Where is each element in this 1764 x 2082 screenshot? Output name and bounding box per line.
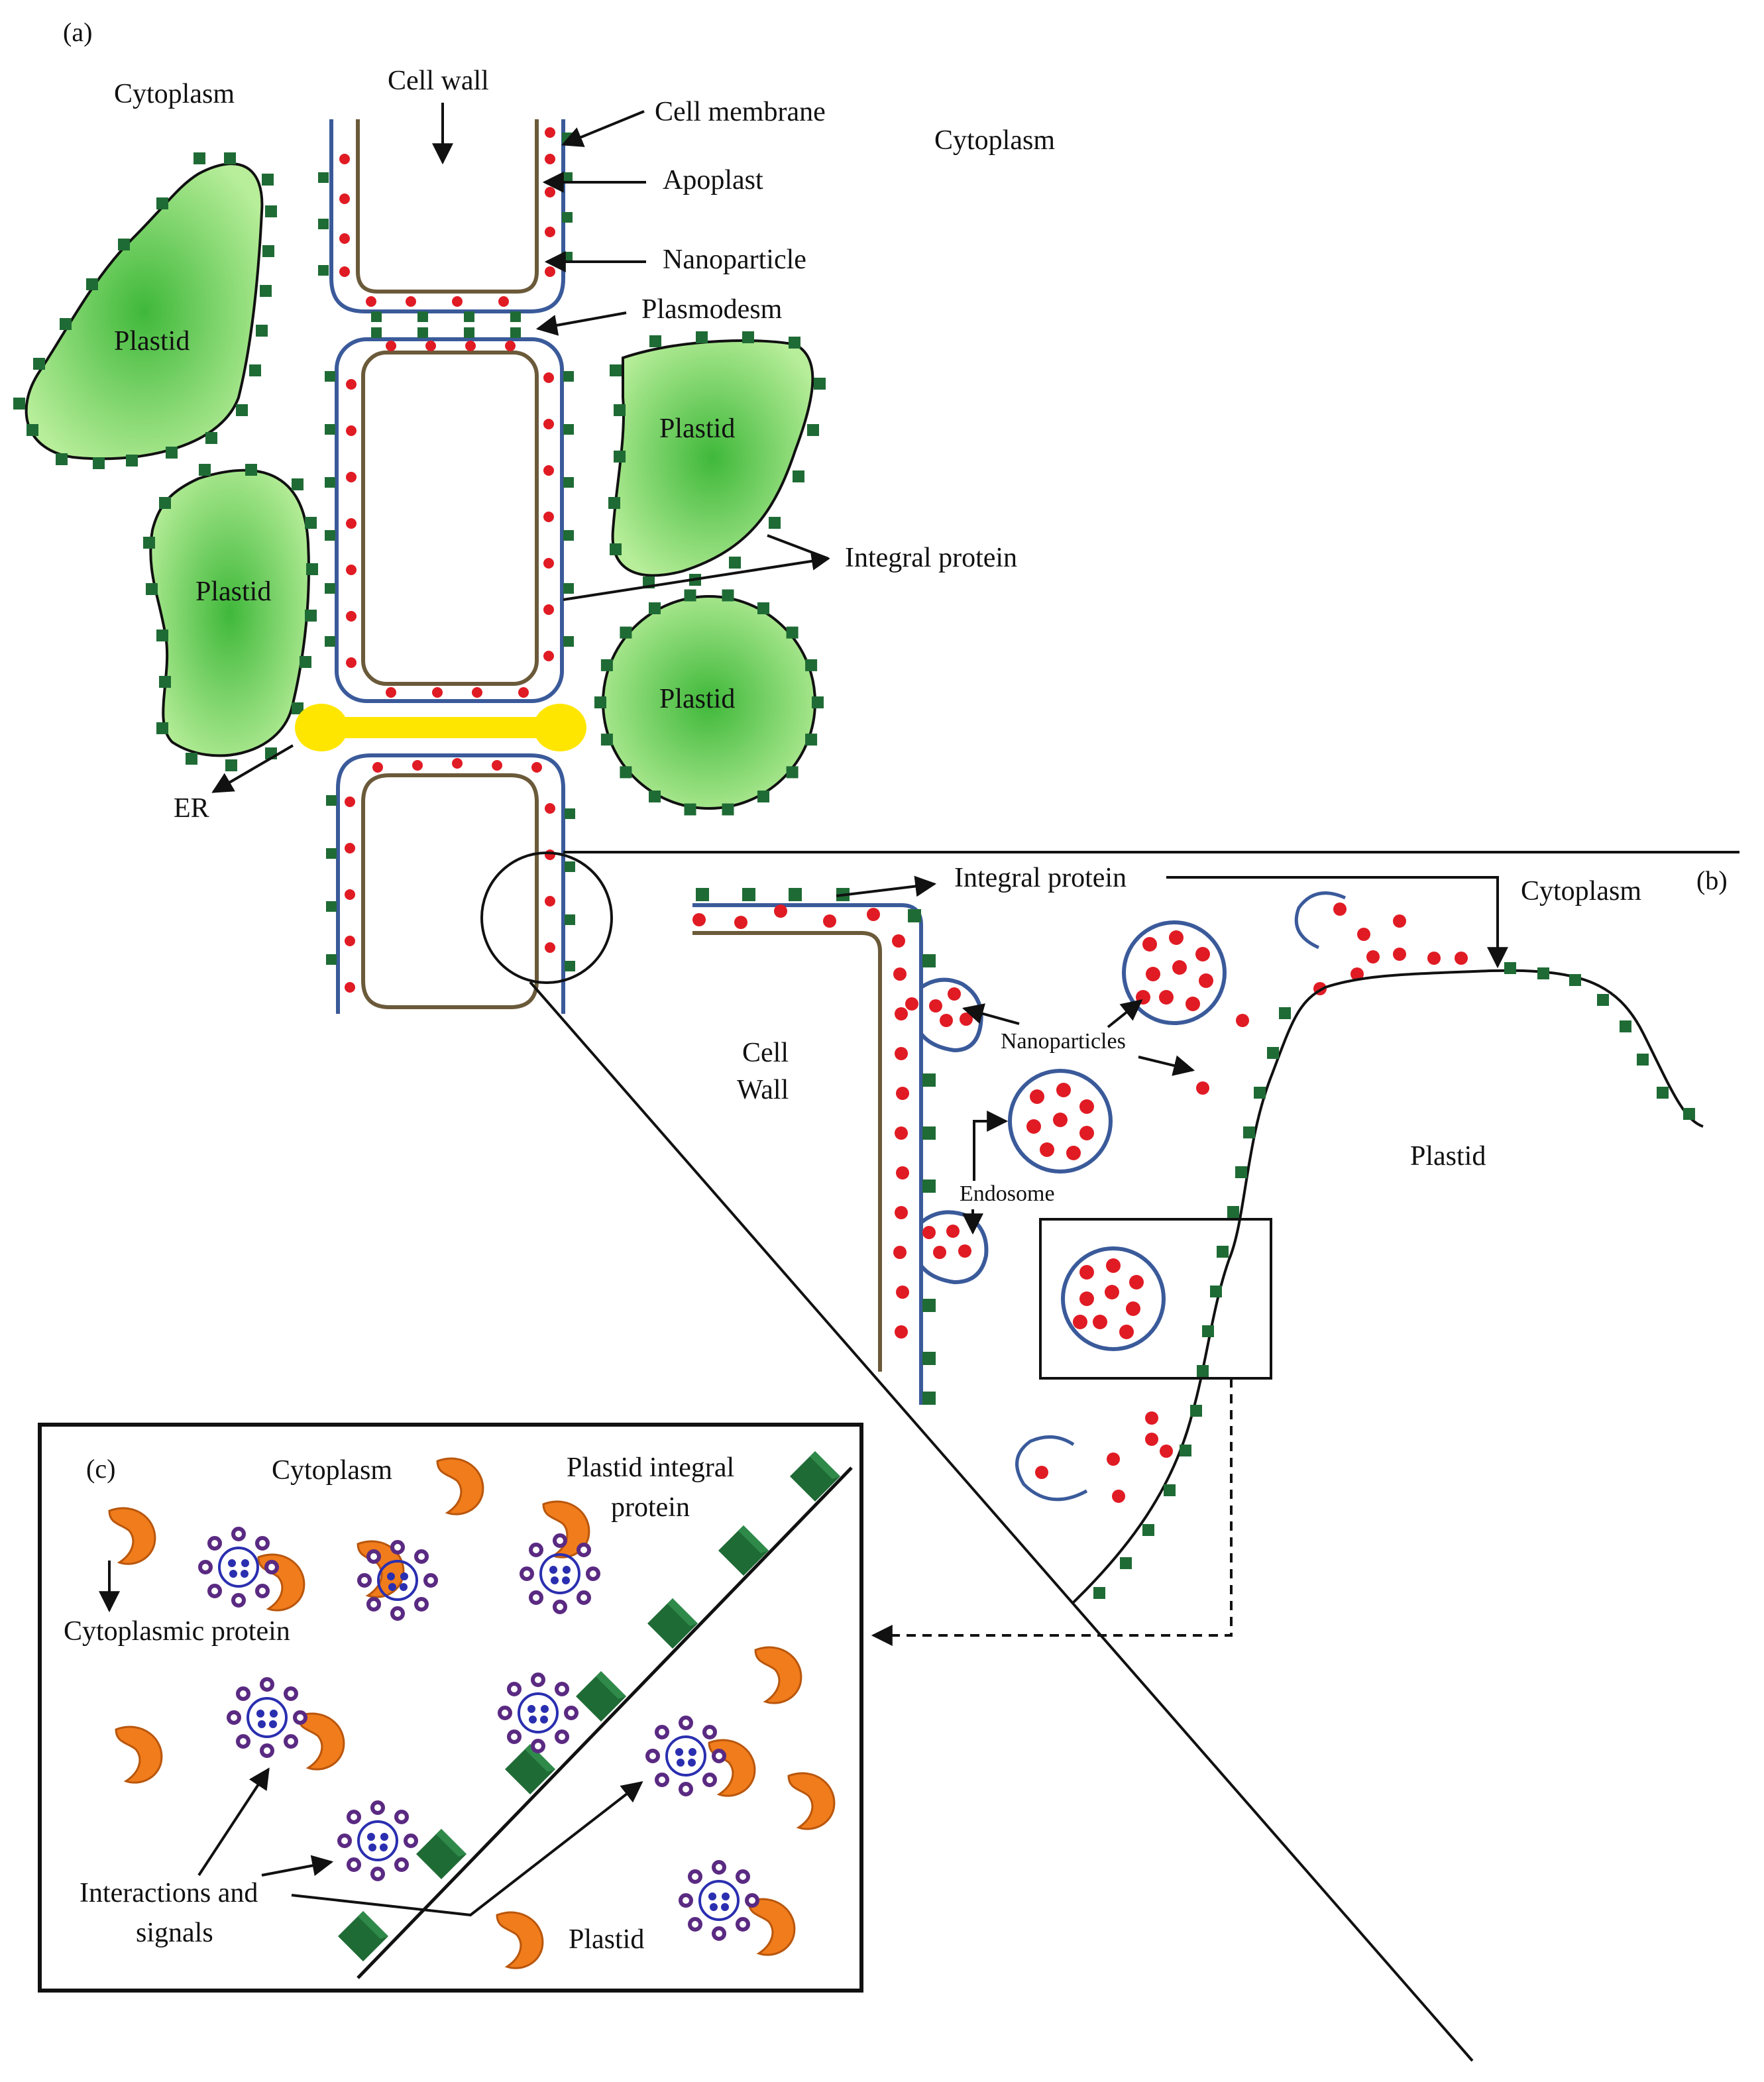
cell-wall-label: Cell wall [388,66,489,96]
interactions-label-2: signals [136,1918,213,1948]
cell-wall-b: Cell Wall [692,888,989,1405]
cytoplasmic-protein-label: Cytoplasmic protein [64,1616,290,1647]
zoom-box [1039,1218,1272,1380]
interaction-arrow-3 [291,1781,643,1917]
integral-protein-b-connector [1166,876,1508,969]
cytoplasm-c-label: Cytoplasm [272,1455,392,1486]
integral-protein-icon [805,659,818,671]
er-arrow [211,744,294,793]
integral-protein-icon [594,696,606,708]
plastid-label-4: Plastid [659,684,735,714]
zoom-circle [480,851,613,984]
plastid-top-right: Plastid [608,331,826,588]
integral-protein-icon [805,734,818,746]
nanoparticles-arrow-3 [1138,1055,1195,1076]
panel-c-label: (c) [86,1454,115,1484]
integral-protein-a-label: Integral protein [845,543,1017,573]
nanoparticle-label: Nanoparticle [663,245,806,275]
integral-protein-icon [600,734,613,746]
integral-protein-icon [600,659,613,671]
cytoplasm-left-label: Cytoplasm [114,79,235,109]
cell-wall-b-label-1: Cell [742,1038,789,1068]
plasmodesm-label: Plasmodesm [641,294,783,325]
integral-protein-icon [620,766,632,779]
cell-wall-middle [325,327,574,703]
cell-wall-lower [326,753,575,1014]
nanoparticles-arrow-2 [1107,999,1143,1028]
interaction-arrow-1 [197,1767,270,1877]
integral-protein-icon [649,602,661,614]
er-label: ER [174,793,209,824]
plastid-label-1: Plastid [114,326,190,356]
integral-protein-line-1 [767,534,829,560]
endosome-2 [1008,1069,1113,1174]
plastid-integral-label-1: Plastid integral [567,1452,734,1483]
plastid-round: Plastid [594,589,824,816]
endosome-label: Endosome [960,1181,1055,1206]
endosome-arrow-1 [973,1111,1009,1181]
panel-a-label: (a) [63,17,92,47]
interaction-arrow-2 [261,1855,334,1877]
integral-protein-icon [684,803,696,816]
integral-protein-b-label: Integral protein [954,863,1127,893]
free-nanoparticles [1015,891,1468,1503]
integral-protein-icon [649,791,661,802]
plastid-label-3: Plastid [659,413,735,444]
integral-protein-icon [812,696,824,708]
cell-membrane-arrow [561,110,645,147]
plastid-membrane-b: Plastid [1072,962,1704,1604]
plastid-label-2: Plastid [195,576,271,607]
zoom-line-bottom [529,981,1474,2062]
integral-protein-icon [786,766,799,779]
integral-protein-icon [722,803,734,816]
integral-protein-icon [757,602,769,614]
plastid-b-label: Plastid [1410,1141,1486,1172]
cytoplasm-b-label: Cytoplasm [1521,876,1641,906]
integral-protein-icon [620,626,632,639]
integral-protein-icon [757,791,769,802]
plastid-c-label: Plastid [569,1924,644,1955]
integral-protein-icon [684,589,696,602]
er-strand [295,704,586,751]
zoom-connector-dashed [871,1378,1233,1646]
apoplast-label: Apoplast [663,165,763,195]
nanoparticles-label: Nanoparticles [1001,1029,1126,1054]
integral-protein-icon [722,589,734,602]
integral-protein-icon [786,626,799,639]
integral-protein-arrow-a [563,552,830,601]
cell-membrane-label: Cell membrane [655,97,826,127]
nanoparticles-arrow-1 [962,1003,1020,1025]
plastid-top-left: Plastid [13,152,277,469]
interactions-label-1: Interactions and [80,1878,258,1908]
cell-wall-b-label-2: Wall [737,1075,789,1105]
plastid-mid-left: Plastid [143,464,318,771]
endosome-1 [1122,920,1227,1025]
plastid-integral-label-2: protein [611,1492,690,1523]
cell-wall-channel-top [318,119,573,322]
cytoplasm-right-label: Cytoplasm [934,125,1055,156]
plastid-membrane-c [357,1466,853,1979]
panel-c: (c) Cytoplasm Plastid integral protein C… [38,1423,863,1993]
panel-b-label: (b) [1696,865,1728,895]
integral-protein-b-arrow [836,875,937,897]
endosome-3 [1039,1218,1272,1380]
plasmodesm-arrow [535,311,627,336]
